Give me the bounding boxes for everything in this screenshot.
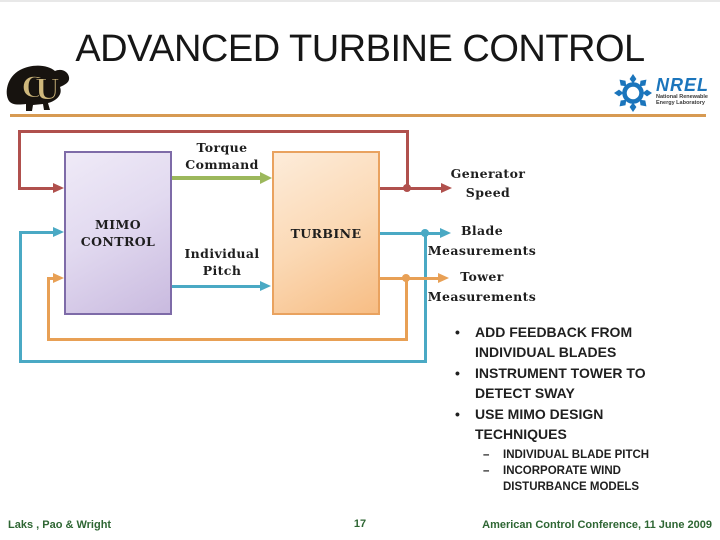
- individual-pitch-label: Individual Pitch: [184, 246, 260, 278]
- page-number: 17: [353, 518, 367, 530]
- generator-speed-loop-into-mimo-line: [18, 187, 55, 190]
- arrowhead-individual-pitch: [260, 281, 271, 291]
- nrel-sun-icon: [614, 74, 652, 112]
- list-item: – INCORPORATE WIND DISTURBANCE MODELS: [483, 463, 679, 495]
- tower-measurements-label: Tower Measurements: [427, 269, 537, 304]
- tower-loop-into-mimo-line: [47, 277, 57, 280]
- arrowhead-into-mimo-generator-speed: [53, 183, 64, 193]
- arrowhead-blade-measurements-output: [440, 228, 451, 238]
- arrowhead-torque-command: [260, 172, 272, 184]
- generator-speed-label: Generator Speed: [450, 166, 526, 200]
- mimo-control-block: MIMO CONTROL: [64, 151, 172, 315]
- generator-speed-loop-top-line: [18, 130, 409, 133]
- nrel-logo: NREL National Renewable Energy Laborator…: [612, 72, 716, 118]
- nrel-tagline-line2: Energy Laboratory: [656, 100, 705, 106]
- turbine-label: TURBINE: [290, 225, 362, 241]
- tower-loop-left-line: [47, 277, 50, 341]
- blade-measurements-output-line: [380, 232, 441, 235]
- title-underline: [10, 114, 706, 117]
- nrel-name: NREL: [656, 75, 709, 95]
- footer-authors: Laks , Pao & Wright: [8, 519, 112, 531]
- generator-speed-junction-dot: [403, 184, 411, 192]
- sub-bullet-text: INDIVIDUAL BLADE PITCH: [503, 449, 650, 461]
- dash-marker: –: [483, 449, 490, 461]
- nrel-tagline-line1: National Renewable: [656, 94, 708, 100]
- generator-speed-loop-right-line: [406, 130, 409, 190]
- torque-command-line: [172, 176, 261, 180]
- dash-marker: –: [483, 465, 490, 477]
- arrowhead-tower-measurements-output: [438, 273, 449, 283]
- arrowhead-into-mimo-tower: [53, 273, 64, 283]
- bullet-marker: •: [455, 365, 460, 381]
- bullet-text: ADD FEEDBACK FROM INDIVIDUAL BLADES: [475, 324, 633, 360]
- sub-bullet-list: – INDIVIDUAL BLADE PITCH – INCORPORATE W…: [483, 447, 679, 495]
- list-item: • ADD FEEDBACK FROM INDIVIDUAL BLADES: [455, 322, 673, 362]
- blade-loop-left-line: [19, 231, 22, 363]
- list-item: – INDIVIDUAL BLADE PITCH: [483, 447, 679, 463]
- mimo-control-label: MIMO CONTROL: [80, 217, 156, 249]
- cu-buffalo-logo: C U: [2, 60, 72, 114]
- footer-conference: American Control Conference, 11 June 200…: [482, 519, 712, 531]
- tower-loop-right-line: [405, 277, 408, 341]
- bullet-text: INSTRUMENT TOWER TO DETECT SWAY: [475, 365, 646, 401]
- slide-title: ADVANCED TURBINE CONTROL: [75, 28, 645, 70]
- arrowhead-generator-speed-output: [441, 183, 452, 193]
- bullet-marker: •: [455, 406, 460, 422]
- bullet-text: USE MIMO DESIGN TECHNIQUES: [475, 406, 604, 442]
- individual-pitch-line: [172, 285, 261, 288]
- sub-bullet-text: INCORPORATE WIND DISTURBANCE MODELS: [503, 465, 640, 493]
- tower-loop-bottom-line: [47, 338, 408, 341]
- list-item: • INSTRUMENT TOWER TO DETECT SWAY: [455, 363, 673, 403]
- svg-text:U: U: [35, 73, 59, 106]
- bullet-marker: •: [455, 324, 460, 340]
- blade-loop-right-line: [424, 232, 427, 363]
- buffalo-icon: C U: [6, 65, 70, 111]
- turbine-block: TURBINE: [272, 151, 380, 315]
- bullet-list: • ADD FEEDBACK FROM INDIVIDUAL BLADES • …: [455, 322, 673, 445]
- svg-text:C: C: [22, 71, 44, 104]
- nrel-wordmark: NREL National Renewable Energy Laborator…: [656, 76, 709, 106]
- arrowhead-into-mimo-blade: [53, 227, 64, 237]
- blade-loop-bottom-line: [19, 360, 427, 363]
- generator-speed-output-line: [380, 187, 442, 190]
- generator-speed-loop-left-line: [18, 130, 21, 190]
- list-item: • USE MIMO DESIGN TECHNIQUES: [455, 404, 673, 444]
- torque-command-label: Torque Command: [185, 140, 259, 172]
- blade-loop-into-mimo-line: [19, 231, 56, 234]
- blade-measurements-label: Blade Measurements: [427, 223, 537, 258]
